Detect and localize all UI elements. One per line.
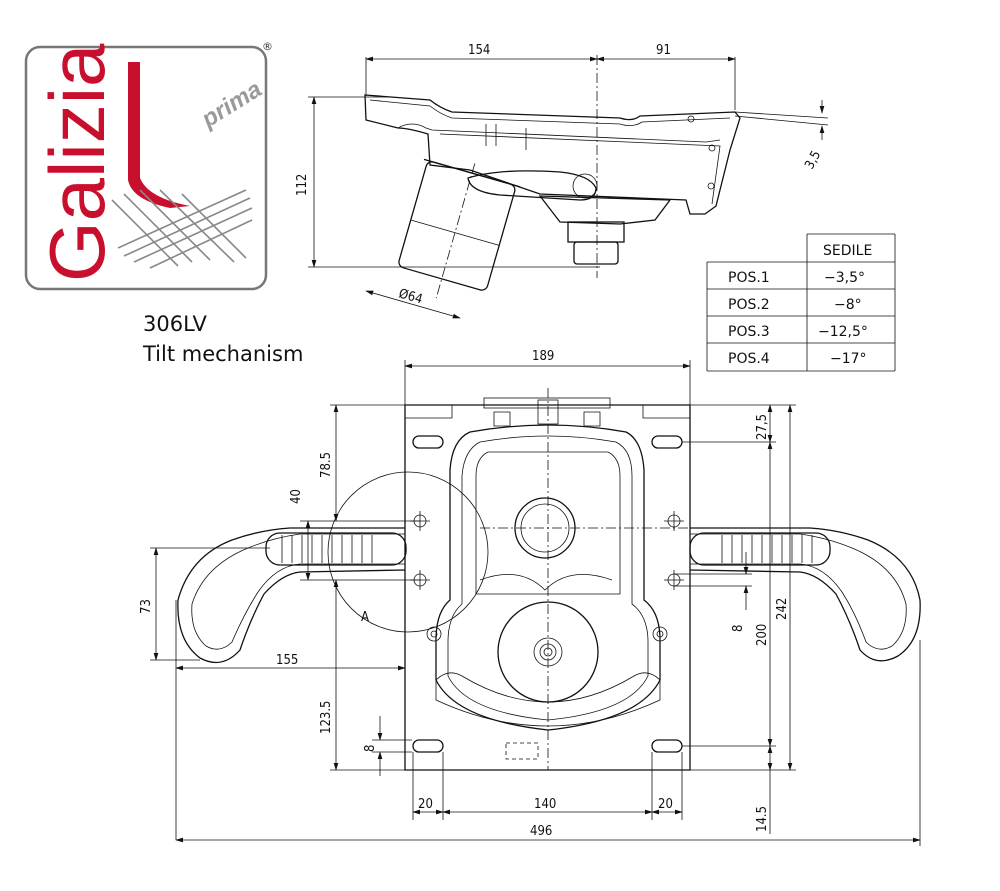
table-row-pos-label: POS.2 xyxy=(728,297,770,313)
table-row-value: −12,5° xyxy=(818,324,868,340)
table-row-pos-label: POS.1 xyxy=(728,270,770,286)
dim-20-right: 20 xyxy=(658,797,673,812)
position-table: SEDILE POS.1 −3,5° POS.2 −8° POS.3 −12,5… xyxy=(706,233,896,372)
table-header-sedile: SEDILE xyxy=(823,243,872,259)
dim-73: 73 xyxy=(139,599,154,614)
dim-112: 112 xyxy=(295,174,310,196)
dim-40: 40 xyxy=(289,489,304,504)
dim-496: 496 xyxy=(530,824,552,839)
table-row-value: −8° xyxy=(834,297,862,313)
dim-27-5: 27,5 xyxy=(755,414,770,440)
logo-registered-mark: ® xyxy=(262,40,273,53)
dim-155: 155 xyxy=(276,653,298,668)
caption-name: Tilt mechanism xyxy=(143,342,304,366)
dim-20-left: 20 xyxy=(418,797,433,812)
dim-78-5: 78.5 xyxy=(319,452,334,478)
table-row-pos-label: POS.4 xyxy=(728,351,770,367)
caption-model: 306LV xyxy=(143,312,207,336)
side-view: 154 91 112 Ø64 3,5 xyxy=(295,43,829,319)
table-row-pos-label: POS.3 xyxy=(728,324,770,340)
plan-view: A 189 78.5 xyxy=(139,349,921,846)
dim-189: 189 xyxy=(532,349,554,364)
dim-91: 91 xyxy=(656,43,671,58)
dim-140: 140 xyxy=(534,797,556,812)
logo-red-swoosh xyxy=(128,62,190,208)
dim-154: 154 xyxy=(468,43,490,58)
dim-200: 200 xyxy=(755,624,770,646)
detail-label-a: A xyxy=(361,610,369,625)
dim-14-5: 14.5 xyxy=(755,806,770,832)
dim-242: 242 xyxy=(775,598,790,620)
table-row-value: −3,5° xyxy=(824,270,865,286)
table-row-value: −17° xyxy=(830,351,867,367)
logo-brand-text: Galizia xyxy=(33,43,121,282)
dim-123-5: 123.5 xyxy=(319,701,334,734)
galizia-logo: Galizia prima ® xyxy=(24,40,273,291)
dim-diameter-64: Ø64 xyxy=(397,286,424,307)
dim-8-left: 8 xyxy=(363,745,378,752)
dim-3-5: 3,5 xyxy=(802,148,824,171)
dim-8-right: 8 xyxy=(731,625,746,632)
